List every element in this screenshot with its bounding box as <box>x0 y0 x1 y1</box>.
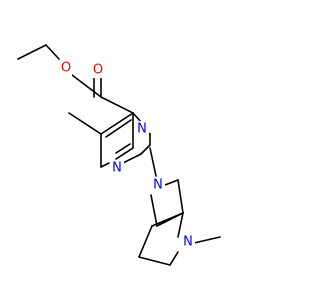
atom-label-ring-nitrogen-3: N <box>110 160 124 176</box>
bond <box>100 112 134 135</box>
bond <box>100 162 110 168</box>
bond <box>169 251 179 266</box>
bond <box>164 179 179 186</box>
atom-spiro-nitrogen: N <box>153 178 163 193</box>
atom-ester-oxygen: O <box>61 61 71 76</box>
molecule-diagram: O O N N N N <box>17 44 221 266</box>
bond <box>177 212 184 238</box>
atom-methyl-nitrogen: N <box>183 235 193 250</box>
bond <box>149 147 157 177</box>
bond <box>45 44 60 60</box>
atom-ring-nitrogen-3: N <box>112 161 122 176</box>
atom-carbonyl-oxygen: O <box>93 63 103 78</box>
atom-label-carbonyl-oxygen: O <box>91 62 105 78</box>
atom-label-ester-oxygen: O <box>58 60 72 76</box>
atom-label-methyl-nitrogen: N <box>181 234 195 250</box>
atom-label-ring-nitrogen-1: N <box>135 121 149 137</box>
atom-label-spiro-nitrogen: N <box>151 177 165 193</box>
bond <box>115 147 134 160</box>
bond <box>17 44 47 60</box>
bond <box>150 194 158 227</box>
bond <box>140 144 151 155</box>
bond <box>105 119 132 138</box>
atom-labels: O O N N N N <box>58 60 195 250</box>
bond <box>177 179 184 214</box>
atom-ring-nitrogen-1: N <box>137 122 147 137</box>
bond <box>100 96 134 114</box>
bond <box>71 74 102 98</box>
bond <box>120 153 142 165</box>
bond <box>193 236 221 244</box>
bond <box>138 225 153 258</box>
bond <box>138 256 171 266</box>
bond <box>151 212 184 227</box>
bond <box>115 143 131 154</box>
bonds <box>17 44 221 266</box>
bond <box>68 112 102 135</box>
